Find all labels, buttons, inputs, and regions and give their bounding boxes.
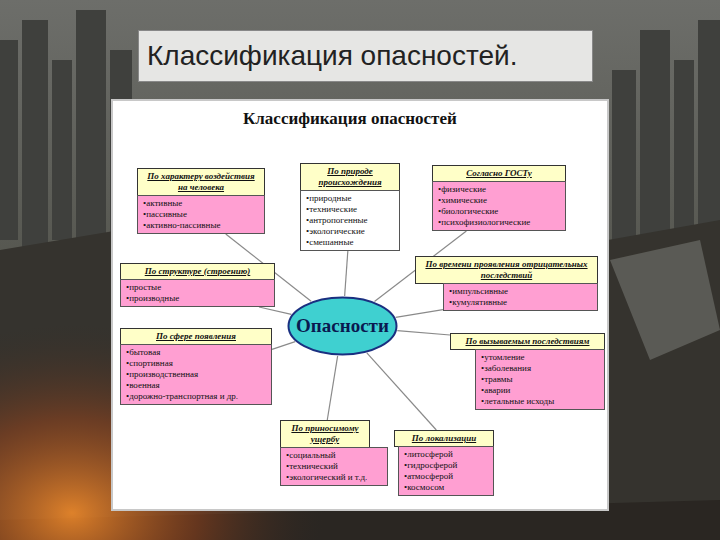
list-item: •производственная bbox=[126, 369, 266, 380]
list-item: •спортивная bbox=[126, 358, 266, 369]
connector-line bbox=[397, 331, 450, 335]
list-item: •аварии bbox=[481, 385, 599, 396]
list-item: •социальный bbox=[286, 450, 382, 461]
category-list: •активные•пассивные•активно-пассивные bbox=[137, 195, 265, 234]
category-heading: По времени проявления отрицательных посл… bbox=[415, 256, 598, 284]
category-heading: Согласно ГОСТу bbox=[432, 165, 566, 182]
heading-text: По сфере появления bbox=[125, 331, 267, 342]
list-item: •пассивные bbox=[143, 209, 259, 220]
category-heading: По сфере появления bbox=[120, 328, 272, 345]
slide-title: Классификация опасностей. bbox=[147, 40, 517, 72]
list-item: •биологические bbox=[438, 206, 560, 217]
category-list: •литосферой•гидросферой•атмосферой•космо… bbox=[398, 446, 494, 496]
diagram-heading: Классификация опасностей bbox=[243, 109, 457, 129]
connector-line bbox=[345, 251, 348, 296]
list-item: •экологические bbox=[306, 226, 394, 237]
list-item: •травмы bbox=[481, 374, 599, 385]
list-item: •антропогенные bbox=[306, 215, 394, 226]
list-item: •физические bbox=[438, 184, 560, 195]
category-heading: По вызываемым последствиям bbox=[450, 333, 605, 350]
list-item: •военная bbox=[126, 380, 266, 391]
list-item: •бытовая bbox=[126, 347, 266, 358]
category-list: •утомление•заболевания•травмы•аварии•лет… bbox=[475, 349, 605, 410]
title-box: Классификация опасностей. bbox=[138, 30, 593, 82]
connector-line bbox=[396, 310, 443, 318]
heading-text: По времени проявления отрицательных посл… bbox=[420, 259, 593, 281]
list-item: •литосферой bbox=[404, 449, 488, 460]
list-item: •активные bbox=[143, 198, 259, 209]
list-item: •психофизиологические bbox=[438, 217, 560, 228]
category-list: •природные•технические•антропогенные•эко… bbox=[300, 190, 400, 251]
list-item: •технический bbox=[286, 461, 382, 472]
connector-line bbox=[367, 353, 437, 430]
list-item: •импульсивные bbox=[449, 286, 592, 297]
category-list: •физические•химические•биологические•пси… bbox=[432, 181, 566, 231]
heading-text: По характеру воздействия на человека bbox=[142, 171, 260, 193]
central-ellipse: Опасности bbox=[287, 296, 398, 356]
list-item: •активно-пассивные bbox=[143, 220, 259, 231]
heading-text: По вызываемым последствиям bbox=[455, 336, 600, 347]
category-heading: По структуре (строению) bbox=[120, 263, 275, 280]
list-item: •кумулятивные bbox=[449, 297, 592, 308]
list-item: •заболевания bbox=[481, 363, 599, 374]
list-item: •экологический и т.д. bbox=[286, 472, 382, 483]
list-item: •технические bbox=[306, 204, 394, 215]
category-list: •импульсивные•кумулятивные bbox=[443, 283, 598, 311]
heading-text: По структуре (строению) bbox=[125, 266, 270, 277]
connector-line bbox=[259, 307, 291, 314]
category-heading: По локализации bbox=[394, 430, 494, 447]
category-list: •простые•производные bbox=[120, 279, 275, 307]
list-item: •утомление bbox=[481, 352, 599, 363]
connector-line bbox=[272, 342, 295, 350]
heading-text: По локализации bbox=[399, 433, 489, 444]
category-heading: По приносимому ущербу bbox=[280, 420, 370, 448]
list-item: •производные bbox=[126, 293, 269, 304]
category-heading: По природе происхождения bbox=[300, 163, 400, 191]
category-heading: По характеру воздействия на человека bbox=[137, 168, 265, 196]
heading-text: По природе происхождения bbox=[305, 166, 395, 188]
center-label: Опасности bbox=[296, 315, 389, 337]
list-item: •атмосферой bbox=[404, 471, 488, 482]
category-list: •бытовая•спортивная•производственная•вое… bbox=[120, 344, 272, 405]
list-item: •гидросферой bbox=[404, 460, 488, 471]
connector-line bbox=[327, 356, 337, 420]
list-item: •природные bbox=[306, 193, 394, 204]
heading-text: По приносимому ущербу bbox=[285, 423, 365, 445]
list-item: •летальные исходы bbox=[481, 396, 599, 407]
list-item: •смешанные bbox=[306, 237, 394, 248]
heading-text: Согласно ГОСТу bbox=[437, 168, 561, 179]
category-list: •социальный•технический•экологический и … bbox=[280, 447, 388, 486]
list-item: •дорожно-транспортная и др. bbox=[126, 391, 266, 402]
list-item: •простые bbox=[126, 282, 269, 293]
list-item: •химические bbox=[438, 195, 560, 206]
list-item: •космосом bbox=[404, 482, 488, 493]
